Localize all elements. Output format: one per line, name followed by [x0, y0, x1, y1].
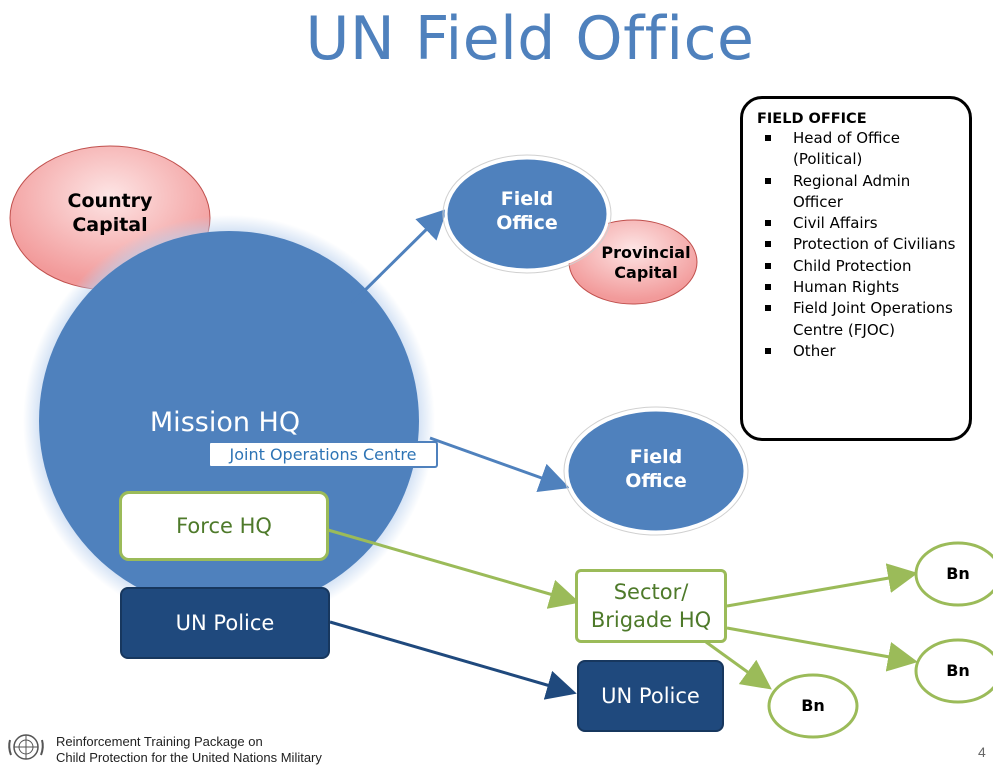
info-item: Human Rights	[757, 277, 961, 298]
bn-right-label: Bn	[946, 661, 970, 680]
arrow-sector-to-bn-right	[726, 626, 918, 672]
info-item: Other	[757, 341, 961, 362]
footer-line-2: Child Protection for the United Nations …	[56, 749, 322, 765]
un-police-left-box: UN Police	[120, 587, 330, 659]
force-hq-box: Force HQ	[119, 491, 329, 561]
bn-right-node	[914, 638, 993, 704]
info-item: Civil Affairs	[757, 213, 961, 234]
info-box-title: FIELD OFFICE	[757, 111, 867, 127]
bn-bottom-node	[767, 673, 859, 739]
field-office-top-label: Field Office	[496, 188, 558, 234]
bn-bottom-label: Bn	[801, 696, 825, 715]
arrow-sector-to-bn-bottom	[705, 640, 772, 690]
info-item: Field Joint Operations Centre (FJOC)	[757, 298, 961, 341]
joint-operations-centre-box: Joint Operations Centre	[208, 441, 438, 468]
slide-title: UN Field Office	[305, 4, 755, 74]
info-item: Protection of Civilians	[757, 234, 961, 255]
un-police-right-box: UN Police	[577, 660, 724, 732]
footer-line-1: Reinforcement Training Package on	[56, 734, 263, 749]
bn-top-node	[914, 541, 993, 607]
arrow-mission-to-field-office-mid	[429, 436, 570, 493]
bn-top-label: Bn	[946, 564, 970, 583]
field-office-top-node	[444, 156, 610, 272]
page-number: 4	[978, 744, 986, 760]
country-capital-label: Country Capital	[67, 190, 153, 236]
arrow-sector-to-bn-top	[726, 563, 918, 608]
field-office-mid-node	[565, 408, 747, 534]
info-item: Head of Office (Political)	[757, 128, 961, 171]
info-item: Child Protection	[757, 256, 961, 277]
provincial-capital-label: Provincial Capital	[601, 243, 691, 282]
mission-hq-label: Mission HQ	[149, 407, 301, 439]
arrow-police-to-police	[329, 620, 577, 700]
arrow-mission-to-field-office-top	[350, 208, 448, 305]
info-item: Regional Admin Officer	[757, 171, 961, 214]
un-emblem-icon	[8, 734, 44, 760]
arrow-force-to-sector	[327, 528, 580, 609]
sector-brigade-hq-box: Sector/ Brigade HQ	[575, 569, 727, 643]
footer-text: Reinforcement Training Package on Child …	[56, 734, 322, 765]
field-office-mid-label: Field Office	[625, 446, 687, 492]
info-box-list: Head of Office (Political) Regional Admi…	[757, 128, 961, 362]
field-office-info-box: FIELD OFFICE Head of Office (Political) …	[740, 96, 972, 441]
